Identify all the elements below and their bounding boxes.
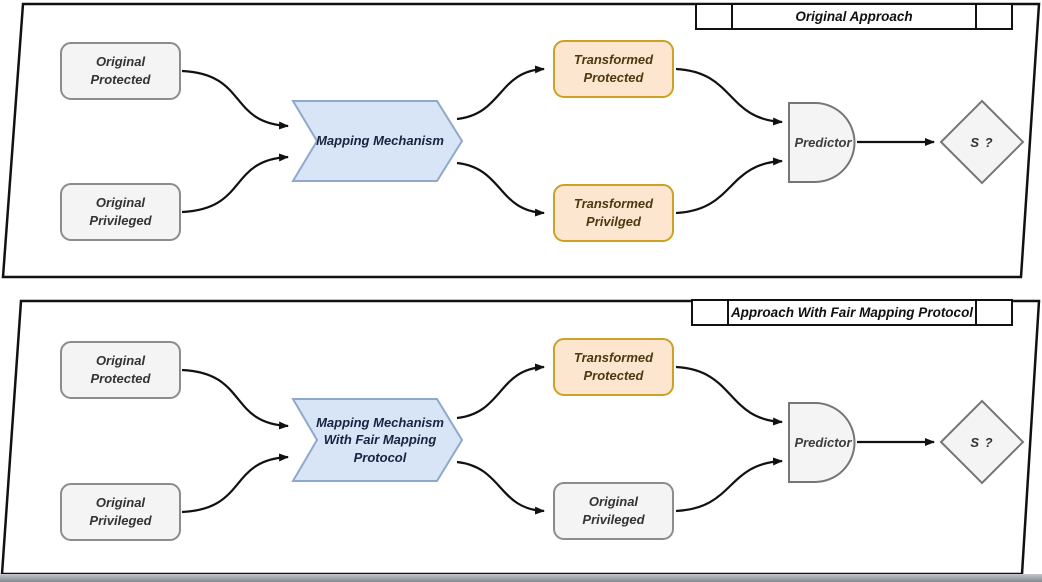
banner-end-cell	[977, 301, 1011, 324]
arrow-bot-original-privileged-to-predictor	[675, 457, 783, 513]
node-label-line: Protected	[583, 368, 644, 383]
banner-end-cell	[977, 5, 1011, 28]
arrow-bot-mapping-to-original-privileged	[456, 460, 545, 515]
node-label-line: Original	[95, 54, 146, 70]
label-mapping-mechanism-fair: Mapping Mechanism With Fair Mapping Prot…	[300, 399, 460, 481]
section-title: Approach With Fair Mapping Protocol	[727, 301, 977, 324]
decision-text: S ?	[970, 134, 994, 150]
node-transformed-protected-top: Transformed Protected	[553, 40, 674, 98]
chevron-label-line: Mapping Mechanism	[316, 414, 444, 430]
predictor-text: Predictor	[794, 135, 852, 150]
predictor-text: Predictor	[794, 435, 852, 450]
chevron-label-line: Protocol	[353, 449, 407, 465]
arrow-top-transformed-privilged-to-predictor	[675, 157, 783, 215]
decision-text: S ?	[970, 434, 994, 450]
node-transformed-privilged-top: Transformed Privilged	[553, 184, 674, 242]
arrow-bot-protected-to-mapping	[181, 368, 289, 430]
node-original-privileged-top: Original Privileged	[60, 183, 181, 241]
node-transformed-protected-bottom: Transformed Protected	[553, 338, 674, 396]
label-mapping-mechanism: Mapping Mechanism	[300, 101, 460, 181]
node-label-line: Privileged	[582, 512, 645, 527]
banner-end-cell	[693, 301, 727, 324]
chevron-label-line: With Fair Mapping	[323, 432, 437, 448]
node-label-line: Original	[95, 353, 146, 369]
section-title: Original Approach	[731, 5, 977, 28]
arrow-bot-transformed-protected-to-predictor	[675, 365, 783, 426]
banner-end-cell	[697, 5, 731, 28]
chevron-mapping-mechanism-fair	[291, 398, 464, 482]
label-decision-top: S ?	[947, 122, 1017, 162]
node-label-line: Privileged	[89, 213, 152, 228]
decision-diamond-bottom	[939, 399, 1025, 485]
arrow-bot-mapping-to-transformed-protected	[456, 363, 545, 420]
node-label-line: Privileged	[89, 513, 152, 528]
predictor-gate-top	[788, 102, 856, 183]
node-label-line: Protected	[90, 72, 151, 87]
banner-fair-mapping-approach: Approach With Fair Mapping Protocol	[691, 299, 1013, 326]
arrow-top-mapping-to-transformed-privilged	[456, 161, 545, 217]
node-label-line: Privilged	[586, 214, 641, 229]
node-label-line: Original	[95, 495, 146, 511]
node-label-line: Original	[95, 195, 146, 211]
node-original-privileged-bottom: Original Privileged	[60, 483, 181, 541]
arrow-top-mapping-to-transformed-protected	[456, 65, 545, 121]
node-label-line: Transformed	[573, 350, 654, 366]
arrow-top-privileged-to-mapping	[181, 153, 289, 214]
node-label-line: Original	[588, 494, 639, 510]
node-label-line: Protected	[90, 371, 151, 386]
banner-original-approach: Original Approach	[695, 3, 1013, 30]
label-predictor-bottom: Predictor	[789, 403, 857, 482]
arrow-top-protected-to-mapping	[181, 69, 289, 130]
node-original-protected-top: Original Protected	[60, 42, 181, 100]
node-label-line: Transformed	[573, 52, 654, 68]
chevron-label-line: Mapping Mechanism	[316, 133, 444, 149]
node-original-protected-bottom: Original Protected	[60, 341, 181, 399]
node-original-privileged-output: Original Privileged	[553, 482, 674, 540]
decision-diamond-top	[939, 99, 1025, 185]
node-label-line: Transformed	[573, 196, 654, 212]
label-decision-bottom: S ?	[947, 422, 1017, 462]
predictor-gate-bottom	[788, 402, 856, 483]
label-predictor-top: Predictor	[789, 103, 857, 182]
arrow-top-transformed-protected-to-predictor	[675, 67, 783, 126]
chevron-mapping-mechanism	[291, 100, 464, 182]
arrow-bot-privileged-to-mapping	[181, 453, 289, 514]
node-label-line: Protected	[583, 70, 644, 85]
bottom-edge-strip	[0, 574, 1042, 582]
